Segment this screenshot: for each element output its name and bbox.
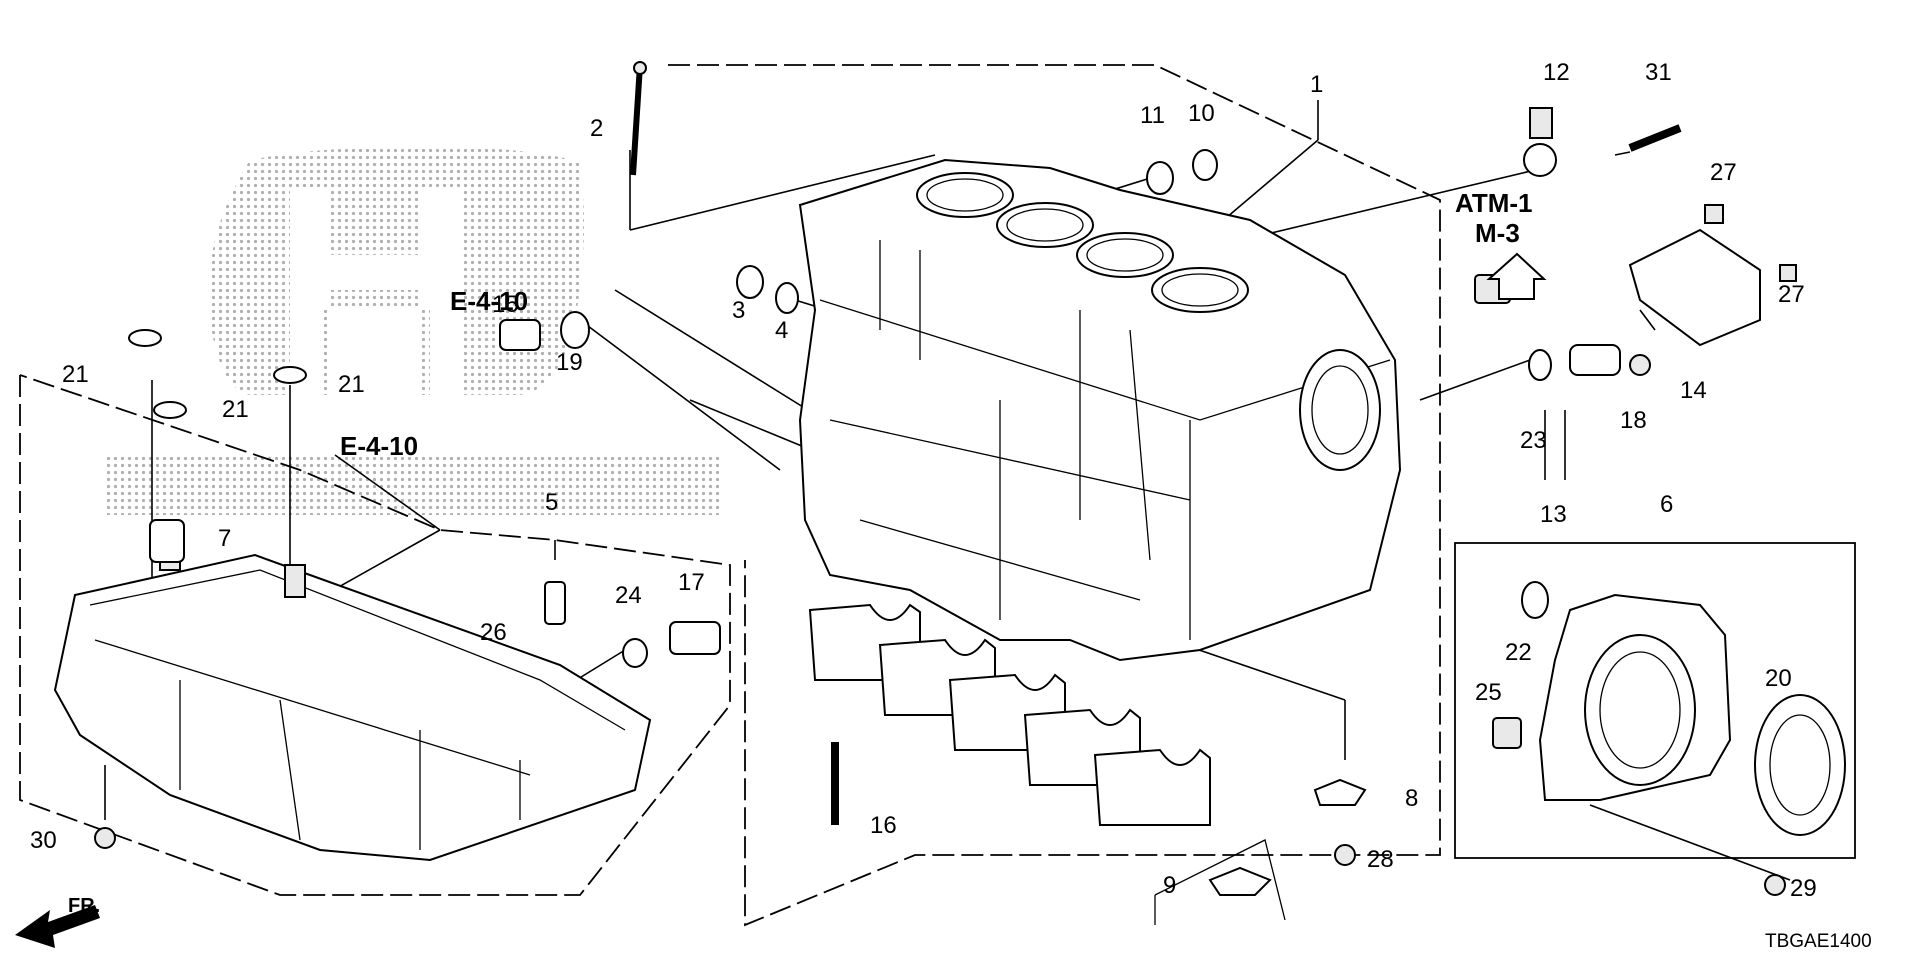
- cylinder-block[interactable]: [798, 158, 1402, 662]
- callout-27b: 27: [1778, 281, 1805, 308]
- rear-seal-housing[interactable]: [1492, 581, 1846, 836]
- callout-5: 5: [545, 489, 558, 516]
- callout-24: 24: [615, 582, 642, 609]
- group-outlines: [19, 64, 1856, 927]
- callout-18: 18: [1620, 407, 1647, 434]
- callout-11: 11: [1140, 102, 1165, 129]
- bracket-outline: [1154, 839, 1286, 925]
- callout-30: 30: [30, 827, 57, 854]
- reference-up-arrow: [1486, 252, 1547, 300]
- callout-6: 6: [1660, 491, 1673, 518]
- callout-31: 31: [1645, 59, 1672, 86]
- callout-21c: 21: [338, 371, 365, 398]
- callout-15: 15: [492, 291, 519, 318]
- callout-21a: 21: [62, 361, 89, 388]
- honda-logo-watermark: [105, 147, 720, 515]
- bearing-caps[interactable]: [808, 603, 1211, 826]
- callout-17: 17: [678, 569, 705, 596]
- oil-pan-outline: [19, 374, 731, 896]
- callout-1: 1: [1310, 71, 1323, 98]
- ref-m-3: M-3: [1475, 218, 1520, 248]
- ref-e-4-10-lower: E-4-10: [340, 431, 418, 461]
- callout-7: 7: [218, 525, 231, 552]
- callout-19: 19: [556, 349, 583, 376]
- callout-20: 20: [1765, 665, 1792, 692]
- callout-29: 29: [1790, 875, 1817, 902]
- callout-25: 25: [1475, 679, 1502, 706]
- callout-4: 4: [775, 317, 788, 344]
- callout-26: 26: [480, 619, 507, 646]
- callout-8: 8: [1405, 785, 1418, 812]
- ref-e-4-10-upper: E-4-10: [450, 286, 528, 316]
- callout-13: 13: [1540, 501, 1567, 528]
- callout-23: 23: [1520, 427, 1547, 454]
- callout-28: 28: [1367, 846, 1394, 873]
- callout-16: 16: [870, 812, 897, 839]
- callout-12: 12: [1543, 59, 1570, 86]
- rear-seal-outline: [1454, 542, 1856, 859]
- direction-label: FR.: [68, 895, 100, 917]
- callout-9: 9: [1163, 872, 1176, 899]
- reference-labels: E-4-10 E-4-10 ATM-1 M-3 FR. TBGAE1400: [68, 188, 1872, 952]
- ref-atm-1: ATM-1: [1455, 188, 1533, 218]
- front-direction-arrow: [15, 905, 100, 948]
- callout-21b: 21: [222, 396, 249, 423]
- diagram-code: TBGAE1400: [1765, 931, 1872, 952]
- callout-labels: 1 2 3 4 5 6 7 8 9 10 11 12 13 14 15 16 1…: [30, 59, 1817, 902]
- callout-10: 10: [1188, 100, 1215, 127]
- callout-14: 14: [1680, 377, 1707, 404]
- callout-3: 3: [732, 297, 745, 324]
- small-parts[interactable]: [94, 61, 1797, 896]
- engine-block-outline: [668, 64, 1441, 927]
- callout-27a: 27: [1710, 159, 1737, 186]
- callout-22: 22: [1505, 639, 1532, 666]
- callout-2: 2: [590, 115, 603, 142]
